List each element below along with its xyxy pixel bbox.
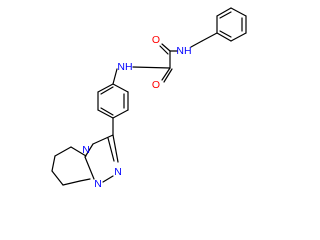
bonds — [51, 7, 247, 186]
chemical-structure-diagram: O NH NH O N N N — [51, 7, 247, 190]
bond-line — [216, 7, 232, 17]
bond-line — [163, 68, 173, 83]
bond-line — [51, 170, 64, 186]
bond-line — [132, 66, 171, 69]
bond-line — [97, 109, 114, 119]
bond-line — [216, 32, 232, 42]
bond-line — [51, 155, 56, 172]
bond-line — [230, 32, 247, 42]
atom-o-top: O — [152, 34, 160, 46]
bond-line — [62, 180, 81, 186]
bond-line — [219, 30, 232, 38]
atom-nh-left: NH — [117, 61, 132, 73]
bond-line — [92, 134, 114, 145]
bond-line — [54, 146, 72, 157]
bond-line — [102, 175, 114, 183]
atom-labels: O NH NH O N N N — [82, 34, 191, 190]
atom-n-triazole-b: N — [114, 166, 122, 178]
bond-line — [107, 137, 115, 162]
bond-line — [84, 156, 95, 180]
atom-n-triazole-a: N — [94, 178, 102, 190]
bond-line — [161, 43, 171, 52]
bond-line — [84, 143, 94, 158]
bond-line — [219, 11, 232, 19]
bond-line — [190, 40, 203, 48]
bond-line — [230, 7, 247, 17]
atom-o-bottom: O — [152, 79, 160, 91]
bond-line — [79, 178, 91, 182]
atom-n-ring: N — [82, 144, 90, 156]
bond-line — [112, 83, 129, 93]
bond-line — [70, 146, 87, 157]
bond-line — [201, 32, 218, 42]
bond-line — [112, 134, 119, 163]
atom-nh-right: NH — [176, 45, 191, 57]
bond-line — [97, 83, 114, 93]
bond-line — [100, 107, 114, 116]
bond-line — [112, 109, 129, 119]
bond-line — [112, 68, 118, 85]
bond-line — [100, 86, 114, 95]
bond-line — [161, 67, 171, 81]
bond-line — [159, 45, 169, 55]
